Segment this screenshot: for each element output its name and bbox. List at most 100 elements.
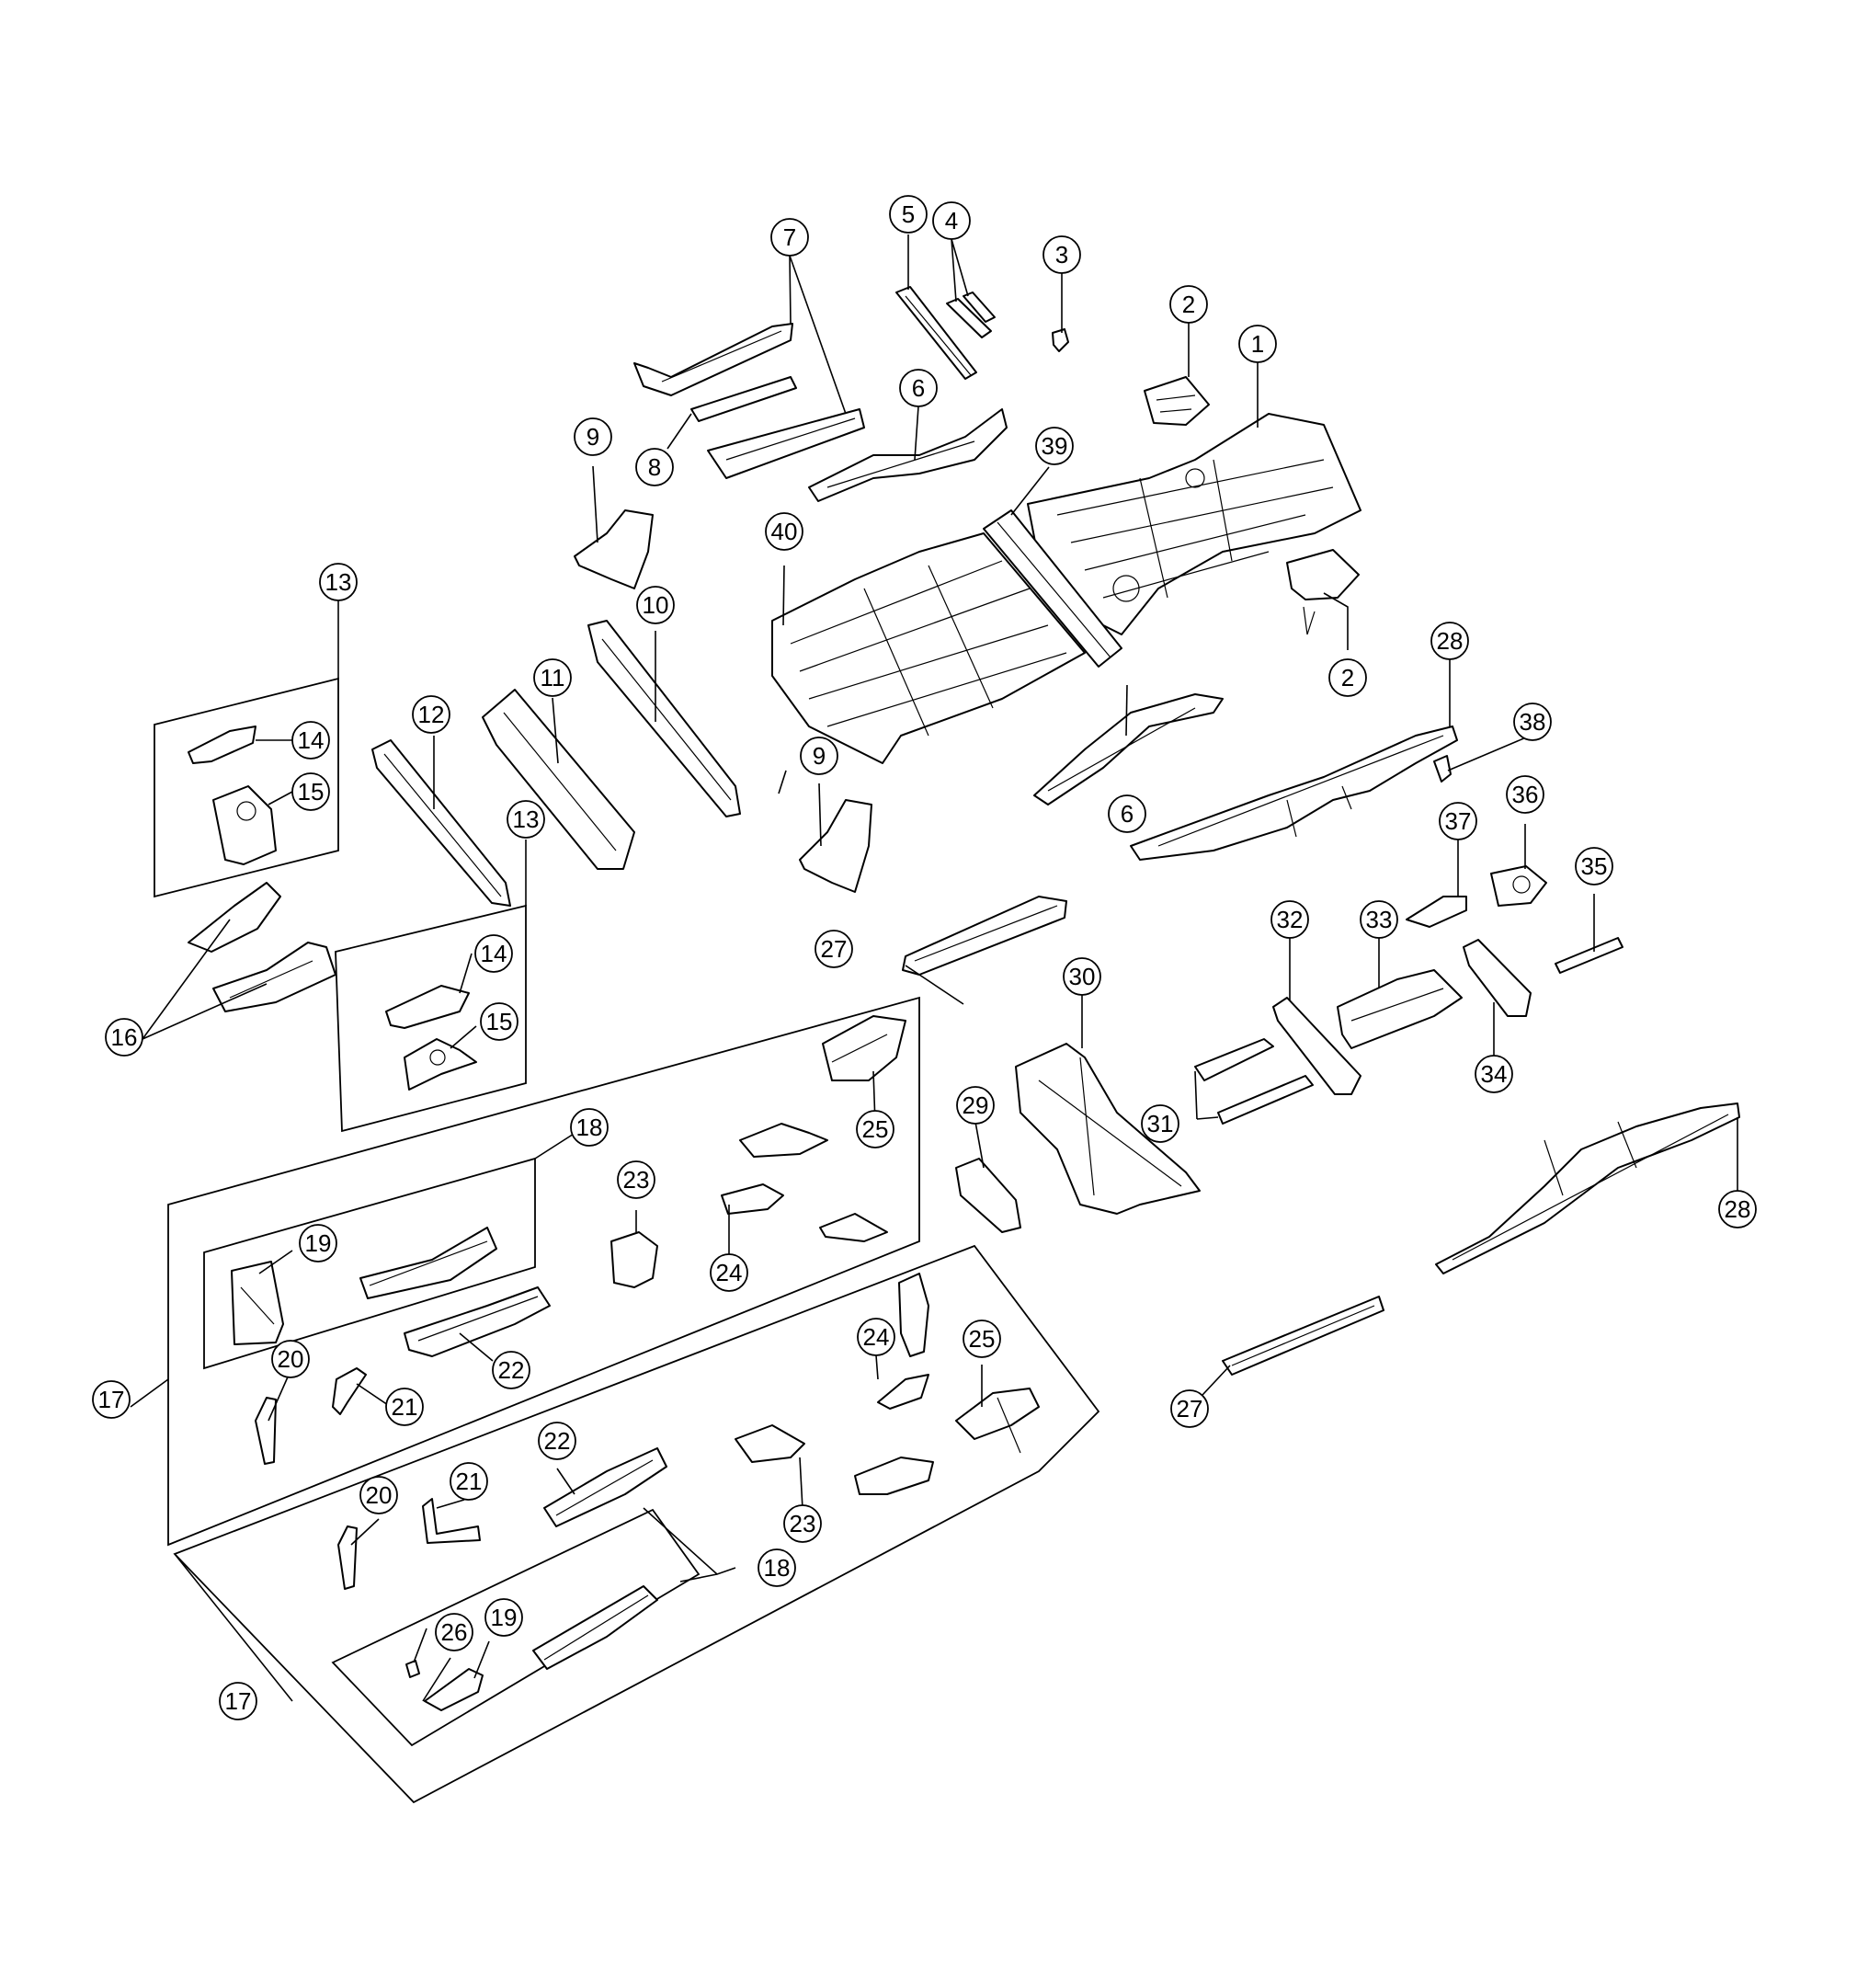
part-6-member-lower [1033, 693, 1224, 805]
callout-19: 19 [299, 1224, 337, 1262]
callout-36: 36 [1506, 775, 1544, 814]
svg-text:36: 36 [1512, 781, 1539, 808]
svg-text:14: 14 [481, 940, 507, 967]
part-25-upper [822, 1015, 906, 1081]
svg-text:32: 32 [1277, 906, 1304, 933]
callout-9: 9 [800, 737, 838, 775]
callout-19: 19 [484, 1598, 523, 1637]
part-2-bracket-upper [1144, 376, 1210, 426]
svg-text:33: 33 [1366, 906, 1393, 933]
svg-text:4: 4 [945, 207, 958, 234]
part-27-rocker-upper [902, 896, 1067, 976]
svg-text:22: 22 [498, 1356, 525, 1384]
svg-text:25: 25 [862, 1115, 889, 1143]
part-9-gusset-lower [799, 799, 872, 893]
callout-4: 4 [932, 201, 971, 240]
svg-text:40: 40 [771, 518, 798, 545]
callout-13: 13 [319, 563, 358, 601]
callout-40: 40 [765, 512, 803, 551]
part-misc-lower-a [854, 1457, 934, 1495]
callout-23: 23 [783, 1504, 822, 1543]
callout-15: 15 [291, 772, 330, 811]
part-19-lower [424, 1668, 484, 1711]
part-23-lower [735, 1424, 805, 1463]
part-20-lower [337, 1525, 358, 1590]
callout-6: 6 [1108, 794, 1146, 833]
callout-27: 27 [1170, 1389, 1209, 1428]
callout-11: 11 [533, 658, 572, 697]
callout-22: 22 [492, 1351, 530, 1389]
part-33 [1337, 969, 1463, 1049]
svg-text:6: 6 [912, 374, 925, 402]
callout-15: 15 [480, 1002, 518, 1041]
callout-20: 20 [359, 1476, 398, 1514]
callout-25: 25 [856, 1110, 894, 1148]
part-25-lower [955, 1388, 1040, 1454]
svg-text:18: 18 [764, 1554, 791, 1582]
svg-text:16: 16 [111, 1023, 138, 1051]
part-8-bracket [690, 376, 797, 422]
svg-text:28: 28 [1725, 1195, 1751, 1223]
svg-text:23: 23 [790, 1510, 816, 1537]
callout-24: 24 [710, 1253, 748, 1292]
svg-text:38: 38 [1520, 708, 1546, 736]
callout-22: 22 [538, 1422, 576, 1460]
part-38 [1433, 755, 1452, 783]
svg-text:24: 24 [716, 1259, 743, 1286]
part-15-lower [404, 1038, 477, 1091]
part-24-lower [877, 1273, 929, 1410]
callout-29: 29 [956, 1086, 995, 1125]
frame-13-lower [335, 904, 527, 1133]
callout-9: 9 [574, 417, 612, 456]
part-29 [955, 1158, 1021, 1233]
callout-2: 2 [1328, 658, 1367, 697]
callout-10: 10 [636, 586, 675, 624]
svg-text:13: 13 [325, 568, 352, 596]
svg-text:1: 1 [1251, 330, 1264, 358]
svg-text:2: 2 [1182, 291, 1195, 318]
callout-30: 30 [1063, 957, 1101, 996]
callout-28: 28 [1430, 622, 1469, 660]
part-11-rail [482, 689, 635, 870]
part-7-sill-lower [707, 408, 865, 479]
part-37 [1406, 896, 1467, 928]
svg-text:15: 15 [486, 1008, 513, 1035]
callout-28: 28 [1718, 1190, 1757, 1228]
part-31-upper [1194, 1038, 1274, 1081]
part-18-member-upper [359, 1227, 497, 1299]
part-26-clip [405, 1660, 420, 1678]
part-28-frame-upper [1130, 726, 1458, 861]
svg-text:14: 14 [298, 726, 325, 754]
group-frames [154, 677, 1100, 1804]
svg-text:7: 7 [783, 223, 796, 251]
part-12-rail [371, 739, 511, 907]
svg-text:23: 23 [623, 1166, 650, 1194]
svg-text:31: 31 [1147, 1110, 1174, 1137]
part-22-lower [543, 1447, 667, 1527]
callout-7: 7 [770, 218, 809, 257]
svg-text:17: 17 [98, 1386, 125, 1413]
frame-18-lower [331, 1508, 701, 1747]
svg-text:30: 30 [1069, 963, 1096, 990]
svg-text:3: 3 [1055, 241, 1068, 268]
svg-text:37: 37 [1445, 807, 1472, 835]
callout-21: 21 [385, 1388, 424, 1426]
svg-text:5: 5 [902, 200, 915, 228]
callout-31: 31 [1141, 1104, 1179, 1143]
part-16-upper [188, 882, 281, 953]
callout-16: 16 [105, 1018, 143, 1057]
callout-26: 26 [435, 1613, 473, 1651]
part-6-member-upper [808, 408, 1008, 502]
callout-2: 2 [1169, 285, 1208, 324]
part-27-rocker-lower [1222, 1296, 1384, 1376]
callout-12: 12 [412, 695, 450, 734]
part-32 [1272, 997, 1361, 1095]
svg-text:21: 21 [392, 1393, 418, 1421]
part-5-rail [895, 286, 977, 380]
svg-text:13: 13 [513, 805, 540, 833]
part-20-upper [255, 1397, 277, 1465]
callout-25: 25 [963, 1320, 1001, 1358]
svg-text:27: 27 [821, 935, 848, 963]
svg-text:2: 2 [1341, 664, 1354, 691]
callout-18: 18 [570, 1108, 609, 1147]
